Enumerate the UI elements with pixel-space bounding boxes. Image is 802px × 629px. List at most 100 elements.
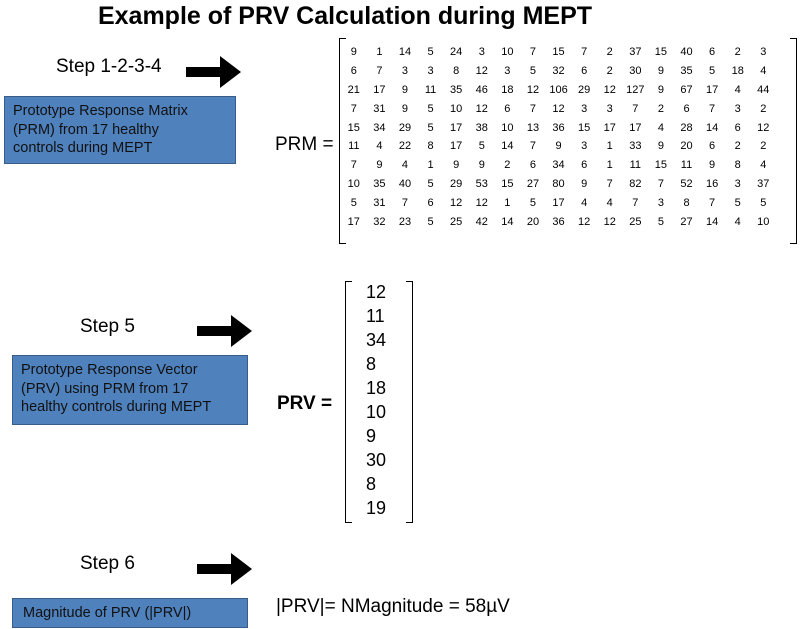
- magnitude-description-box: Magnitude of PRV (|PRV|): [12, 598, 248, 628]
- prv-value: 10: [366, 402, 387, 422]
- prv-value: 11: [366, 306, 385, 326]
- prm-cell: 5: [478, 140, 485, 153]
- prv-left-bracket: [345, 281, 352, 523]
- prm-cell: 12: [475, 65, 488, 78]
- prm-cell: 5: [427, 215, 434, 228]
- prm-cell: 37: [629, 46, 642, 59]
- prm-cell: 6: [427, 196, 434, 209]
- prm-cell: 32: [552, 65, 565, 78]
- prm-cell: 11: [629, 159, 642, 172]
- prm-cell: 14: [398, 46, 412, 59]
- prm-cell: 2: [606, 65, 613, 78]
- prm-cell: 5: [760, 196, 767, 209]
- prm-cell: 23: [398, 215, 412, 228]
- prm-cell: 17: [603, 121, 616, 134]
- prm-cell: 15: [347, 121, 360, 134]
- prm-cell: 44: [757, 83, 770, 96]
- prm-cell: 17: [629, 121, 642, 134]
- arrow-right-icon: [197, 313, 253, 349]
- prm-cell: 7: [529, 140, 537, 153]
- prm-cell: 17: [450, 140, 463, 153]
- prm-cell: 4: [606, 196, 613, 209]
- prm-cell: 67: [680, 83, 693, 96]
- prm-cell: 33: [629, 140, 642, 153]
- prm-cell: 5: [709, 65, 716, 78]
- prm-cell: 20: [526, 215, 540, 228]
- prm-cell: 15: [654, 159, 668, 172]
- step-6-label: Step 6: [80, 553, 135, 574]
- prm-cell: 2: [504, 159, 511, 172]
- prm-cell: 7: [376, 65, 383, 78]
- prm-cell: 3: [581, 140, 588, 153]
- prm-cell: 2: [657, 102, 664, 115]
- prm-cell: 3: [606, 102, 613, 115]
- prm-cell: 5: [529, 196, 537, 209]
- prv-box-line: healthy controls during MEPT: [21, 399, 212, 415]
- prm-cell: 1: [504, 196, 511, 209]
- prm-cell: 5: [350, 196, 357, 209]
- prm-cell: 9: [709, 159, 716, 172]
- prm-cell: 35: [373, 177, 386, 190]
- prm-cell: 36: [552, 121, 565, 134]
- prm-cell: 12: [475, 196, 488, 209]
- prm-cell: 6: [350, 65, 357, 78]
- prm-cell: 7: [529, 46, 537, 59]
- prm-label: PRM =: [275, 134, 334, 155]
- prm-cell: 10: [450, 102, 463, 115]
- prm-cell: 28: [680, 121, 693, 134]
- prm-cell: 46: [475, 83, 488, 96]
- prm-cell: 9: [581, 177, 588, 190]
- prm-cell: 6: [581, 159, 588, 172]
- prm-cell: 13: [526, 121, 540, 134]
- prm-cell: 4: [657, 121, 664, 134]
- prm-cell: 11: [680, 159, 693, 172]
- prm-cell: 8: [427, 140, 434, 153]
- prm-cell: 17: [705, 83, 719, 96]
- prm-cell: 4: [401, 159, 409, 172]
- prm-cell: 40: [398, 177, 412, 190]
- prm-cell: 31: [373, 102, 386, 115]
- prm-cell: 9: [657, 140, 664, 153]
- prm-cell: 15: [552, 46, 565, 59]
- prv-value: 18: [366, 378, 387, 398]
- prm-cell: 2: [760, 140, 767, 153]
- magnitude-box-line: Magnitude of PRV (|PRV|): [23, 605, 192, 621]
- prv-value: 8: [366, 474, 377, 494]
- prv-right-bracket: [406, 281, 413, 523]
- prm-cell: 10: [757, 215, 770, 228]
- prm-cell: 37: [757, 177, 770, 190]
- prm-cell: 4: [734, 215, 741, 228]
- prm-cell: 7: [529, 102, 537, 115]
- prm-cell: 5: [529, 65, 537, 78]
- prm-cell: 11: [424, 83, 437, 96]
- prm-cell: 17: [347, 215, 360, 228]
- prm-cell: 29: [450, 177, 463, 190]
- prm-cell: 5: [734, 196, 741, 209]
- prm-description-box: Prototype Response Matrix (PRM) from 17 …: [4, 96, 236, 164]
- prm-cell: 127: [626, 83, 645, 96]
- prm-cell: 5: [427, 46, 434, 59]
- prv-value: 12: [366, 282, 387, 302]
- prm-cell: 10: [501, 121, 514, 134]
- prm-cell: 31: [373, 196, 386, 209]
- prm-cell: 2: [760, 102, 767, 115]
- prm-cell: 2: [734, 140, 741, 153]
- prm-cell: 22: [398, 140, 412, 153]
- prv-value: 19: [366, 498, 387, 518]
- prm-cell: 1: [606, 140, 613, 153]
- prm-right-bracket: [790, 38, 797, 244]
- prm-box-line: controls during MEPT: [13, 140, 153, 156]
- prm-cell: 12: [578, 215, 591, 228]
- prm-cell: 17: [552, 196, 565, 209]
- prm-cell: 1: [427, 159, 434, 172]
- prm-cell: 9: [555, 140, 562, 153]
- prm-box-line: (PRM) from 17 healthy: [13, 121, 159, 138]
- prm-cell: 3: [401, 65, 409, 78]
- prm-cell: 18: [501, 83, 514, 96]
- prm-cell: 6: [734, 121, 741, 134]
